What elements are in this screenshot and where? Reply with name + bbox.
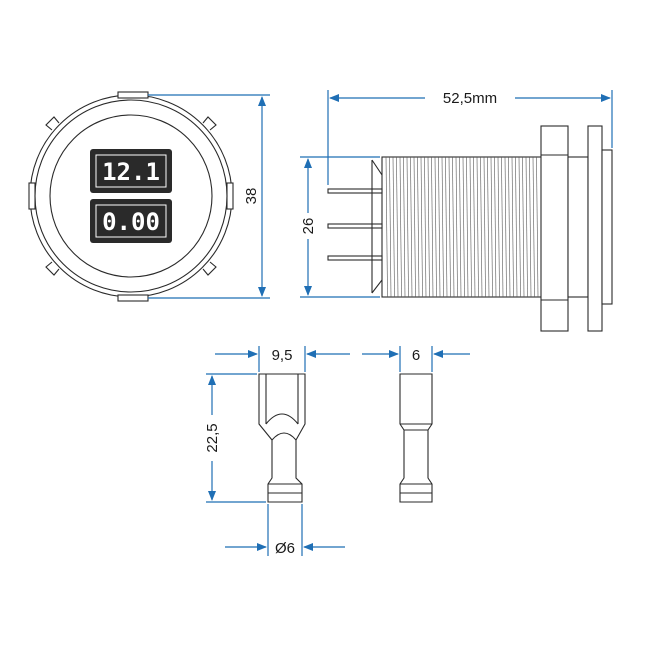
thread-line: [396, 156, 399, 298]
thread-line: [529, 156, 532, 298]
pin-2: [327, 223, 383, 229]
thread-line: [501, 156, 504, 298]
thread-line: [392, 156, 395, 298]
bezel-notch-bl: [45, 261, 60, 276]
thread-line: [504, 156, 507, 298]
thread-line: [476, 156, 479, 298]
thread-line: [473, 156, 476, 298]
dim-22-5-label-bg: [200, 415, 224, 461]
thread-line: [399, 156, 402, 298]
thread-line: [389, 156, 392, 298]
thread-line: [494, 156, 497, 298]
bezel-inner-edge: [34, 99, 228, 293]
thread-line: [487, 156, 490, 298]
pin-3: [327, 255, 383, 261]
pin-1: [327, 188, 383, 194]
display-face: [49, 114, 213, 278]
thread-line: [480, 156, 483, 298]
front-view: 12.1 0.00 38: [28, 91, 270, 302]
bezel-side: [587, 125, 603, 332]
bezel-notch-br: [202, 261, 217, 276]
dim-26-label: 26: [300, 218, 317, 235]
bezel-notch-right: [226, 182, 234, 210]
terminal-crimp-top: [265, 413, 299, 425]
dim-52-label-bg: [425, 88, 515, 106]
thread-line: [455, 156, 458, 298]
threaded-body: [381, 156, 543, 298]
thread-line: [445, 156, 448, 298]
thread-line: [508, 156, 511, 298]
thread-line: [452, 156, 455, 298]
thread-line: [431, 156, 434, 298]
thread-line: [434, 156, 437, 298]
dim-22-5-label: 22,5: [204, 423, 221, 452]
thread-line: [483, 156, 486, 298]
terminal-side-body: [399, 373, 433, 503]
thread-line: [525, 156, 528, 298]
current-reading: 0.00: [102, 208, 160, 236]
thread-line: [413, 156, 416, 298]
thread-lines: [385, 156, 539, 298]
bezel-notch-tr: [202, 116, 217, 131]
thread-line: [438, 156, 441, 298]
thread-line: [522, 156, 525, 298]
dim-52-label: 52,5mm: [443, 90, 497, 107]
dim-38-label: 38: [243, 188, 260, 205]
thread-line: [427, 156, 430, 298]
thread-line: [410, 156, 413, 298]
outer-bezel: [29, 94, 233, 298]
bezel-lip: [601, 149, 613, 305]
terminal-crimp-mid: [271, 432, 297, 441]
thread-line: [518, 156, 521, 298]
thread-line: [462, 156, 465, 298]
voltage-display-window: [95, 154, 167, 188]
bezel-notch-tl: [45, 116, 60, 131]
dim-6-label: 6: [412, 347, 420, 364]
dim-9-5-label: 9,5: [272, 347, 293, 364]
thread-line: [497, 156, 500, 298]
pin-support-top: [371, 159, 383, 176]
thread-line: [515, 156, 518, 298]
dim-26-label-bg: [296, 213, 320, 239]
thread-line: [406, 156, 409, 298]
thread-line: [385, 156, 388, 298]
bezel-notch-left: [28, 182, 36, 210]
thread-line: [403, 156, 406, 298]
thread-line: [532, 156, 535, 298]
terminal-side-view: 6: [362, 346, 470, 503]
bezel-notch-top: [117, 91, 149, 99]
thread-line: [417, 156, 420, 298]
thread-line: [466, 156, 469, 298]
thread-line: [420, 156, 423, 298]
pin-support-bottom: [371, 279, 383, 294]
thread-line: [459, 156, 462, 298]
thread-line: [469, 156, 472, 298]
washer: [567, 156, 589, 298]
bezel-notch-bottom: [117, 294, 149, 302]
thread-line: [441, 156, 444, 298]
thread-line: [490, 156, 493, 298]
thread-line: [424, 156, 427, 298]
thread-line: [448, 156, 451, 298]
thread-line: [536, 156, 539, 298]
current-display-window: [95, 204, 167, 238]
side-view: 52,5mm 26: [296, 88, 613, 332]
terminal-front-view: 9,5 22,5 Ø6: [200, 346, 350, 557]
voltage-reading: 12.1: [102, 158, 160, 186]
dim-d6-label: Ø6: [275, 540, 295, 557]
thread-line: [511, 156, 514, 298]
